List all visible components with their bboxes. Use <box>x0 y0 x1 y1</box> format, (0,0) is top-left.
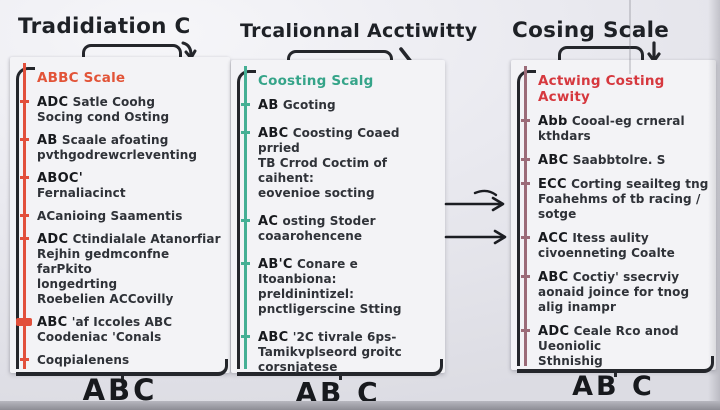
item-line: ABOC' <box>37 171 84 186</box>
item-line: ABC Coctiy' ssecrviy <box>538 270 680 285</box>
list-item: AB Gcoting <box>241 98 439 113</box>
title-bracket <box>558 46 644 60</box>
item-line: Fernaliacinct <box>37 186 126 200</box>
item-line: AB'C Conare e Itoanbiona: <box>258 257 358 286</box>
item-line: ADC Ceale Rco anod <box>538 324 679 339</box>
item-line: ABC Saabbtolre. S <box>538 153 666 168</box>
item-line: pnctligerscine Stting <box>258 302 402 316</box>
item-line: AB Scaale afoating <box>37 133 169 148</box>
item-line: Rejhin gedmconfne farPkito <box>37 247 170 276</box>
axis-label: AB C <box>572 371 655 402</box>
item-line: eovenioe socting <box>258 186 375 200</box>
photo-fold-line <box>629 0 631 74</box>
item-line: ACanioing Saamentis <box>37 209 183 223</box>
item-line: Tamikvplseord groitc <box>258 345 402 359</box>
flow-arrows-icon <box>444 189 507 245</box>
axis-bottom-line <box>237 359 443 380</box>
list-item: ACanioing Saamentis <box>20 209 224 224</box>
item-line: Coodeniac 'Conals <box>37 330 162 344</box>
item-line: civoenneting Coalte <box>538 246 675 260</box>
title-bracket <box>82 44 182 57</box>
axis-bottom-tick <box>614 370 617 377</box>
panel-title: Tradidiation C <box>18 14 191 39</box>
item-line: sotge <box>538 207 577 221</box>
axis-accent-line <box>524 66 527 366</box>
title-bracket <box>287 50 393 63</box>
item-line: longedrting <box>37 277 118 291</box>
item-line: ECC Corting seailteg tng <box>538 177 709 192</box>
item-line: ABC 'af Iccoles ABC <box>37 315 173 330</box>
panel-header: Coosting Scalg <box>258 73 374 89</box>
item-line: AB Gcoting <box>258 98 336 113</box>
panel-header: Actwing Costing Acwity <box>538 73 665 105</box>
item-line: pvthgodrewcrleventing <box>37 148 198 162</box>
photo-bottom-edge <box>0 401 720 410</box>
item-line: Foahehms of tb racing / <box>538 192 701 206</box>
item-line: preldinintizel: <box>258 287 355 301</box>
panel-header: ABBC Scale <box>37 70 126 86</box>
item-line: TB Crrod Coctim of caihent: <box>258 156 388 185</box>
item-line: ACC Itess aulity <box>538 231 649 246</box>
item-line: kthdars <box>538 129 591 143</box>
item-line: aonaid joince for tnog <box>538 285 690 299</box>
panel-title: Cosing Scale <box>512 18 670 43</box>
item-line: coaarohencene <box>258 229 363 243</box>
axis-bottom-line <box>517 356 714 377</box>
axis-bottom-line <box>16 359 228 380</box>
list-item: ABOC'Fernaliacinct <box>20 171 224 201</box>
item-line: corsnjatese <box>258 360 338 374</box>
item-line: ABC '2C tivrale 6ps- <box>258 330 397 345</box>
list-item: ABC Saabbtolre. S <box>521 153 710 168</box>
list-item: Coqpialenens <box>20 353 224 368</box>
axis-bottom-tick <box>338 373 342 380</box>
item-line: Roebelien ACCovilly <box>37 292 174 306</box>
panel-activity-costing: Actwing Costing Acwity Abb Cooal-eg crne… <box>511 60 716 377</box>
list-item: AB'C Conare e Itoanbiona:preldinintizel:… <box>241 257 439 317</box>
item-line: Socing cond Osting <box>37 110 170 124</box>
item-line: ADC Satle Coohg <box>37 95 156 110</box>
axis-accent-line <box>244 66 247 369</box>
list-item: ABC '2C tivrale 6ps-Tamikvplseord groitc… <box>241 330 439 375</box>
axis-bottom-tick <box>120 373 124 380</box>
item-line: Coqpialenens <box>37 353 130 367</box>
item-line: Abb Cooal-eg crneral <box>538 114 685 129</box>
item-line: AC osting Stoder <box>258 214 376 229</box>
panel-title: Trcalionnal Acctiwitty <box>240 20 478 42</box>
item-line: ABC Coosting Coaed prried <box>258 126 400 155</box>
item-line: ADC Ctindialale Atanorfiar <box>37 232 221 247</box>
item-line: Sthnishig <box>538 354 603 368</box>
photo-edge-shade <box>708 0 720 410</box>
item-line: alig inampr <box>538 300 616 314</box>
item-line: Ueoniolic <box>538 339 602 353</box>
